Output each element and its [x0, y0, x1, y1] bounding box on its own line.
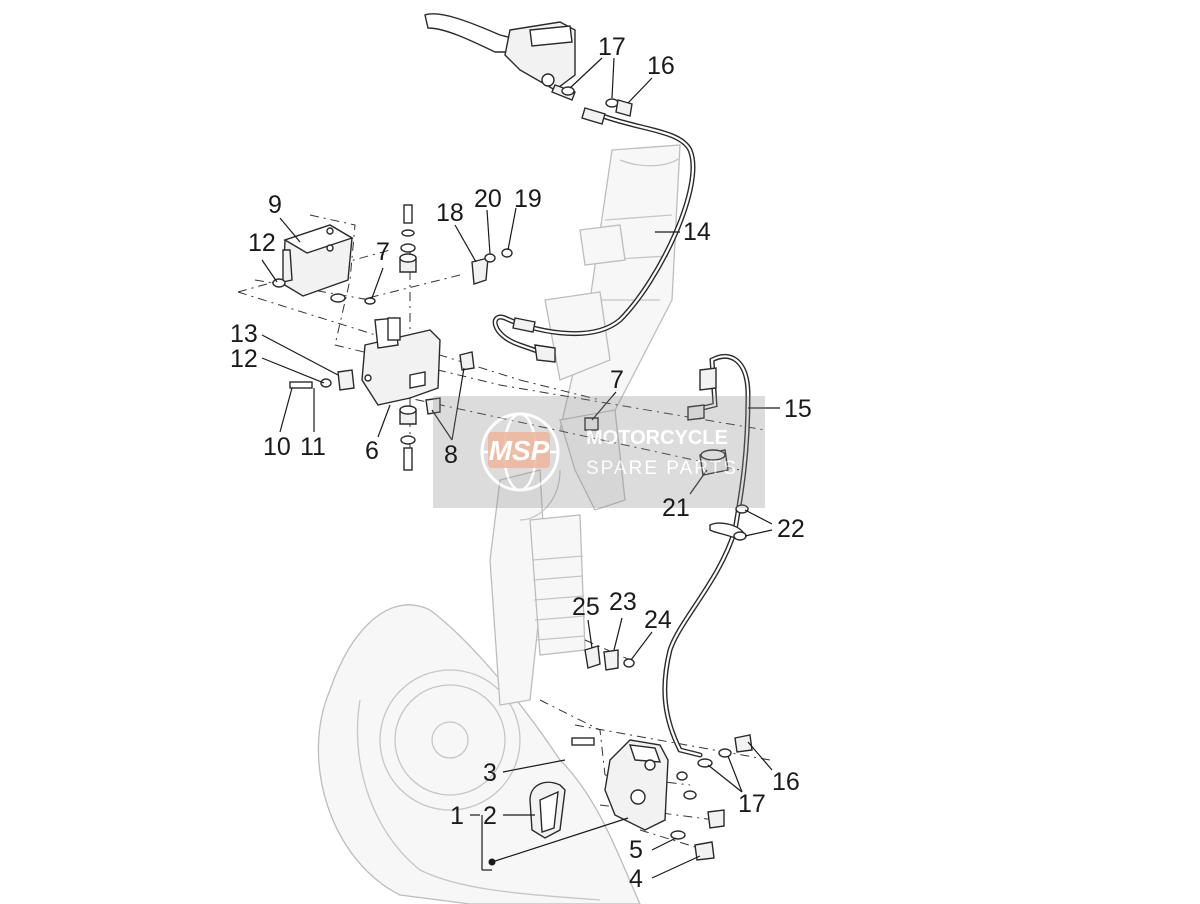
callout-24: 24: [644, 606, 672, 634]
watermark: MSP MOTORCYCLE SPARE PARTS: [433, 396, 765, 508]
brake-lever-master-cylinder: [424, 13, 576, 101]
callout-16-bottom: 16: [772, 768, 800, 796]
callout-23: 23: [609, 588, 637, 616]
callout-18: 18: [436, 199, 464, 227]
callout-25: 25: [572, 593, 600, 621]
callout-15: 15: [784, 395, 812, 423]
callout-9: 9: [268, 191, 282, 219]
hose-clips-upper: [425, 248, 599, 431]
watermark-line1: MOTORCYCLE: [586, 427, 728, 449]
watermark-line2: SPARE PARTS: [586, 458, 738, 479]
callout-1: 1: [450, 802, 464, 830]
callout-12-mid: 12: [230, 345, 258, 373]
callout-13: 13: [230, 320, 258, 348]
banjo-bolt-washers-top: [561, 86, 633, 117]
callout-14: 14: [683, 218, 711, 246]
callout-16-top: 16: [647, 52, 675, 80]
callout-labels: 17 16 14 9 12 7 18 20 19 13 12 10 11 6 8…: [230, 33, 812, 893]
callout-5: 5: [629, 836, 643, 864]
callout-19: 19: [514, 185, 542, 213]
brake-caliper-assembly: [529, 737, 725, 861]
abs-module: [272, 224, 354, 303]
callout-17-top: 17: [598, 33, 626, 61]
leader-lines: [261, 57, 780, 879]
callout-10: 10: [263, 433, 291, 461]
callout-12-top: 12: [248, 229, 276, 257]
callout-6: 6: [365, 437, 379, 465]
callout-8: 8: [444, 441, 458, 469]
bracket-hardware: [289, 204, 417, 471]
callout-22: 22: [777, 515, 805, 543]
callout-7-top: 7: [376, 238, 390, 266]
callout-17-bottom: 17: [738, 790, 766, 818]
sensor-and-clips: [699, 449, 749, 541]
callout-4: 4: [629, 865, 643, 893]
front-brake-hose: [492, 107, 696, 363]
watermark-logo-box: [488, 432, 550, 468]
callout-20: 20: [474, 185, 502, 213]
callout-3: 3: [483, 759, 497, 787]
watermark-logo: MSP: [489, 435, 550, 466]
callout-7-mid: 7: [610, 366, 624, 394]
callout-11: 11: [300, 433, 326, 461]
callout-21: 21: [662, 494, 690, 522]
callout-2: 2: [483, 802, 497, 830]
banjo-bolt-washers-bottom: [676, 734, 753, 781]
abs-bracket: [361, 317, 441, 406]
hose-clips-lower: [584, 645, 635, 671]
